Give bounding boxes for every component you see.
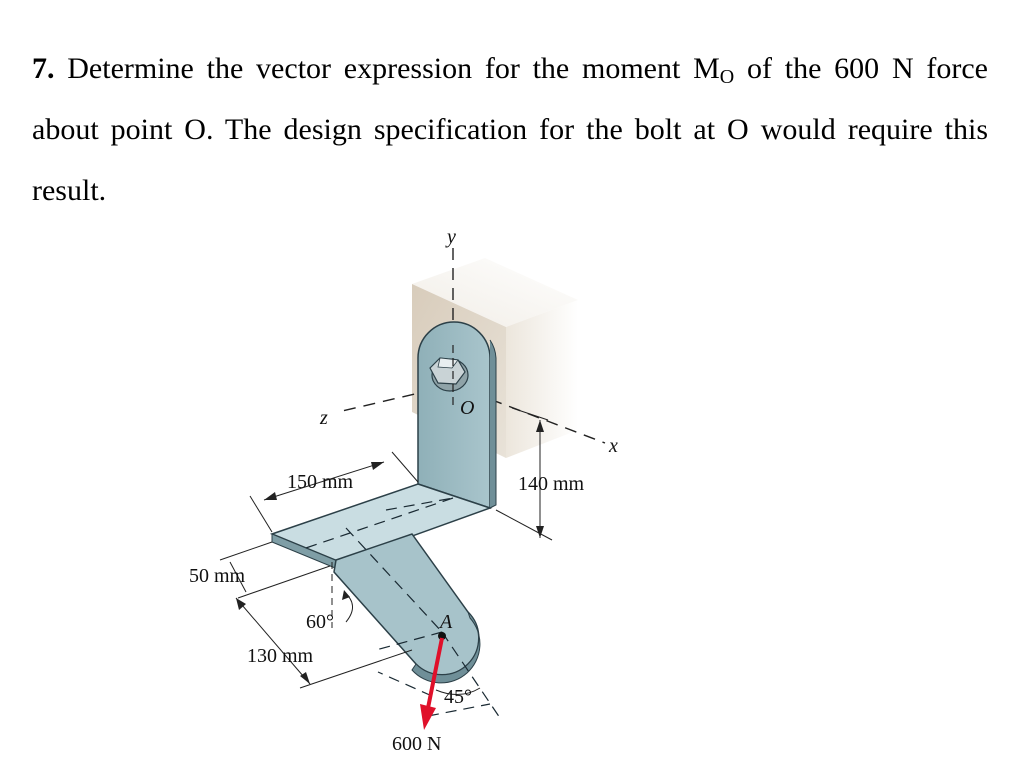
dimension-50mm: 50 mm [189,541,331,599]
angle-45-label: 45° [444,686,472,708]
bolt-o [429,345,469,405]
dim-150-label: 150 mm [287,471,354,493]
y-axis-label: y [445,226,456,248]
angle-60-label: 60° [306,611,334,633]
dimension-140mm: 140 mm [495,407,585,541]
dim-130-label: 130 mm [247,645,314,667]
dimension-150mm: 150 mm [249,451,419,533]
vertical-plate [417,321,497,510]
dim-50-label: 50 mm [189,565,246,587]
plate-centerlines [299,497,501,719]
dimension-130mm: 130 mm [235,597,413,689]
angle-60: 60° [306,562,353,633]
force-label: 600 N [392,733,441,755]
problem-number: 7. [32,52,55,85]
point-a-label: A [438,611,453,633]
z-axis-label: z [319,407,328,429]
moment-subscript: O [719,66,735,88]
angle-45: 45° [435,686,481,708]
problem-text-before: Determine the vector expression for the … [54,52,720,85]
problem-statement: 7. Determine the vector expression for t… [32,38,988,221]
point-o-label: O [460,397,474,419]
problem-text-after: of the 600 N force about point O. The de… [32,52,988,207]
dim-140-label: 140 mm [518,473,585,495]
x-axis-label: x [608,435,618,457]
force-arrow-600n [420,637,444,730]
